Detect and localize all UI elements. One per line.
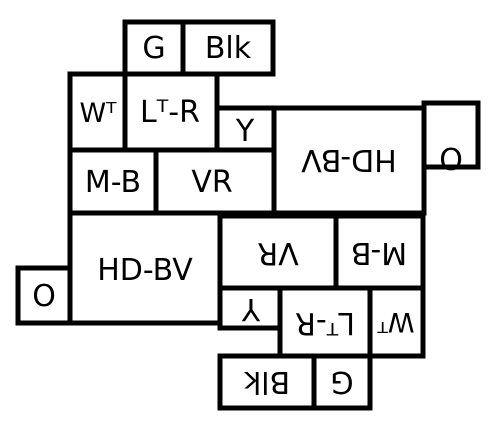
label-blk-inv: Blk bbox=[243, 364, 290, 399]
label-mb: M-B bbox=[85, 165, 141, 200]
cell-mb-inv bbox=[333, 213, 426, 291]
label-lt-r: Lᵀ-R bbox=[140, 95, 200, 130]
cell-blk bbox=[180, 19, 276, 77]
cell-blk-inv bbox=[217, 353, 317, 411]
label-wt-inv: Wᵀ bbox=[377, 306, 415, 337]
cell-o-right bbox=[421, 100, 481, 170]
label-lt-r-inv: Lᵀ-R bbox=[295, 305, 355, 340]
cell-lt-r-inv bbox=[277, 285, 373, 359]
label-o-left: O bbox=[32, 279, 56, 314]
inverted-layout: O HD-BV Y VR M-B Y Lᵀ-R Wᵀ Blk G bbox=[217, 114, 463, 411]
label-vr: VR bbox=[191, 165, 232, 200]
label-mb-inv: M-B bbox=[351, 235, 407, 270]
label-vr-inv: VR bbox=[257, 235, 298, 270]
label-wt: Wᵀ bbox=[79, 98, 117, 129]
label-blk: Blk bbox=[205, 31, 252, 66]
label-hdbv-left: HD-BV bbox=[97, 253, 193, 288]
label-g: G bbox=[142, 31, 165, 66]
label-g-inv: G bbox=[330, 364, 353, 399]
cell-mb bbox=[67, 147, 159, 216]
label-hdbv-right: HD-BV bbox=[301, 142, 397, 177]
label-y-inv: Y bbox=[241, 291, 261, 326]
cell-g-inv bbox=[311, 353, 373, 411]
label-y: Y bbox=[235, 114, 255, 149]
label-o-right: O bbox=[439, 140, 463, 175]
upright-layout: G Blk Wᵀ Lᵀ-R M-B VR HD-BV O bbox=[15, 19, 481, 326]
cell-o-left bbox=[15, 265, 73, 326]
cell-wt-inv bbox=[367, 285, 426, 359]
